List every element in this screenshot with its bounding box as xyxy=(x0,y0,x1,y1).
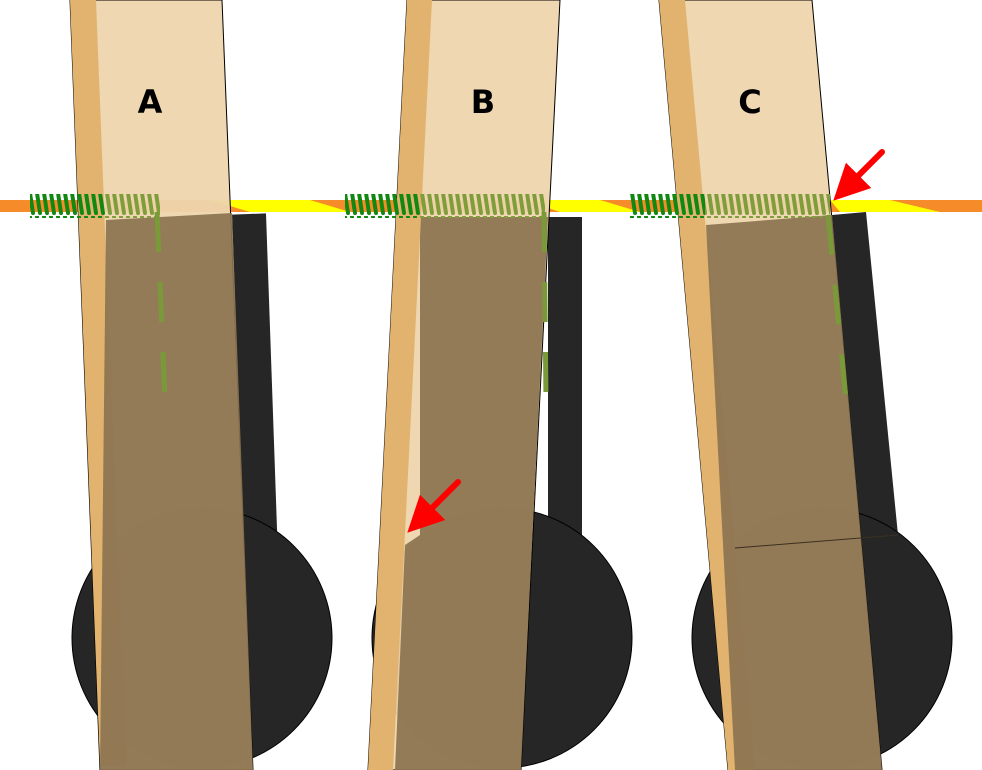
overlay xyxy=(395,217,548,770)
spring xyxy=(630,194,705,218)
dashed-line xyxy=(825,214,849,401)
spring xyxy=(345,194,420,218)
overlay xyxy=(706,215,882,770)
spring xyxy=(105,194,160,218)
strip-edge xyxy=(368,0,432,770)
spring xyxy=(30,194,105,218)
red-arrow xyxy=(407,479,461,533)
dashed-line xyxy=(154,211,168,401)
red-arrow xyxy=(833,149,885,201)
panel-label: C xyxy=(738,83,761,121)
seam-line xyxy=(734,534,899,549)
overlay xyxy=(100,213,253,770)
panel-b: B xyxy=(345,0,633,770)
spring xyxy=(705,194,830,218)
panel-a: A xyxy=(30,0,333,770)
panel-label: A xyxy=(138,83,163,121)
yellow-segment xyxy=(210,200,350,212)
spring xyxy=(420,194,545,218)
yellow-segment xyxy=(525,200,640,212)
yellow-segment xyxy=(830,200,940,212)
panel-c: C xyxy=(630,0,953,770)
panel-label: B xyxy=(471,83,495,121)
dashed-line xyxy=(541,211,549,401)
